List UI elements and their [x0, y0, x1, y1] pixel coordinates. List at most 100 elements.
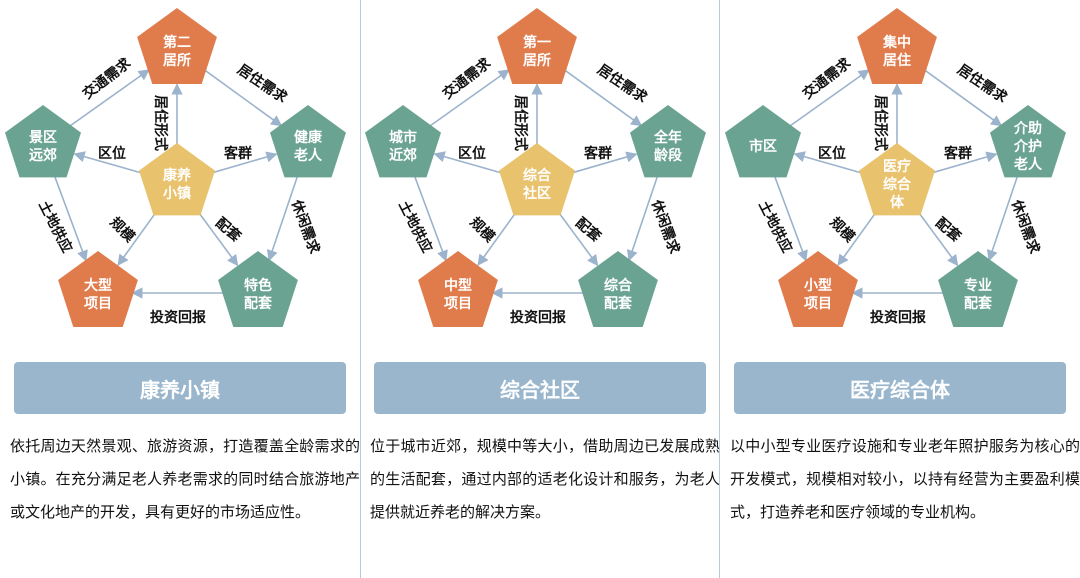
- node-left: 城市近郊: [365, 105, 441, 178]
- node-label: 近郊: [389, 147, 417, 164]
- node-label: 综合: [883, 176, 912, 193]
- section-title: 康养小镇: [14, 362, 346, 414]
- pentagon-shape: [778, 251, 858, 327]
- edge-label-land: 土地供应: [755, 198, 796, 256]
- edge-label-living-demand: 居住需求: [234, 61, 291, 107]
- edge-label-land: 土地供应: [35, 198, 76, 256]
- node-label: 专业: [964, 277, 992, 294]
- arrow-leisure: [266, 174, 299, 262]
- arrow-land: [53, 173, 88, 262]
- node-label: 龄段: [654, 147, 682, 164]
- node-label: 介助: [1013, 120, 1042, 137]
- arrow-transport: [68, 69, 150, 128]
- edge-label-living-demand: 居住需求: [594, 61, 651, 107]
- pentagon-shape: [857, 8, 937, 84]
- arrow-scale: [837, 207, 880, 266]
- node-label: 项目: [84, 296, 112, 312]
- edge-label-supporting: 配套: [572, 214, 604, 245]
- arrow-supporting: [194, 207, 239, 267]
- node-label: 居住: [883, 52, 911, 69]
- node-center: 康养小镇: [139, 143, 215, 216]
- pentagon-shape: [497, 8, 577, 84]
- node-left: 市区: [725, 105, 801, 178]
- edge-label-leisure: 休闲需求: [288, 197, 324, 257]
- node-center: 综合社区: [499, 143, 575, 216]
- arrow-living-demand: [563, 68, 643, 127]
- arrow-living-demand: [203, 68, 283, 127]
- edge-label-supporting: 配套: [212, 214, 244, 245]
- node-label: 配套: [964, 295, 992, 312]
- edge-label-leisure: 休闲需求: [648, 197, 684, 257]
- pentagon-shape: [365, 105, 441, 178]
- arrow-living-demand: [923, 68, 1003, 127]
- column-kangyang: 第二居所景区远郊健康老人康养小镇大型项目特色配套交通需求居住需求居住形式区位客群…: [0, 0, 360, 578]
- pentagon-shape: [137, 8, 217, 84]
- arrow-supporting: [554, 207, 599, 267]
- pentagon-shape: [859, 143, 935, 216]
- edge-label-investment: 投资回报: [150, 309, 206, 326]
- node-label: 老人: [1014, 156, 1043, 173]
- node-label: 全年: [653, 129, 682, 146]
- node-label: 城市: [389, 129, 417, 146]
- node-label: 特色: [244, 277, 272, 294]
- node-label: 远郊: [29, 147, 57, 164]
- arrow-customer: [566, 151, 638, 176]
- pentagon-shape: [499, 143, 575, 216]
- pentagon-shape: [418, 251, 498, 327]
- edge-label-transport: 交通需求: [79, 54, 134, 102]
- node-label: 景区: [29, 130, 57, 146]
- arrow-transport: [428, 69, 510, 128]
- column-divider: [360, 0, 361, 578]
- node-center: 医疗综合体: [859, 143, 935, 216]
- pentagon-shape: [990, 105, 1066, 178]
- arrow-leisure: [626, 174, 659, 262]
- arrow-supporting: [914, 207, 959, 267]
- arrow-customer: [206, 151, 278, 176]
- node-label: 老人: [294, 147, 323, 164]
- arrow-location: [433, 151, 508, 176]
- arrow-land: [773, 173, 808, 262]
- node-label: 第一: [523, 34, 551, 51]
- node-label: 配套: [244, 295, 272, 312]
- pentagon-shape: [139, 143, 215, 216]
- edge-label-supporting: 配套: [932, 214, 964, 245]
- node-label: 第二: [163, 34, 191, 51]
- edge-label-location: 区位: [98, 145, 126, 162]
- edge-label-location: 区位: [458, 145, 486, 162]
- node-label: 小型: [804, 277, 832, 294]
- arrow-location: [73, 151, 148, 176]
- node-label: 小镇: [163, 185, 191, 202]
- edge-label-leisure: 休闲需求: [1008, 197, 1044, 257]
- pentagon-diagram: 第一居所城市近郊全年龄段综合社区中型项目综合配套交通需求居住需求居住形式区位客群…: [365, 8, 706, 327]
- pentagon-shape: [58, 251, 138, 327]
- arrow-scale: [477, 207, 520, 266]
- node-label: 中型: [444, 277, 472, 294]
- section-description: 位于城市近郊，规模中等大小，借助周边已发展成熟的生活配套，通过内部的适老化设计和…: [370, 437, 720, 521]
- section-description: 以中小型专业医疗设施和专业老年照护服务为核心的开发模式，规模相对较小，以持有经营…: [730, 437, 1080, 521]
- edge-label-investment: 投资回报: [510, 309, 566, 326]
- edge-label-investment: 投资回报: [870, 309, 926, 326]
- pentagon-shape: [630, 105, 706, 178]
- pentagon-shape: [725, 105, 801, 178]
- node-label: 医疗: [883, 158, 911, 175]
- node-label: 项目: [444, 296, 472, 312]
- node-label: 大型: [84, 277, 112, 294]
- edge-label-location: 区位: [818, 145, 846, 162]
- arrow-transport: [788, 69, 870, 128]
- node-label: 集中: [882, 34, 911, 51]
- node-label: 体: [890, 194, 905, 211]
- node-label: 社区: [522, 185, 551, 202]
- arrow-location: [793, 151, 868, 176]
- edge-label-transport: 交通需求: [439, 54, 494, 102]
